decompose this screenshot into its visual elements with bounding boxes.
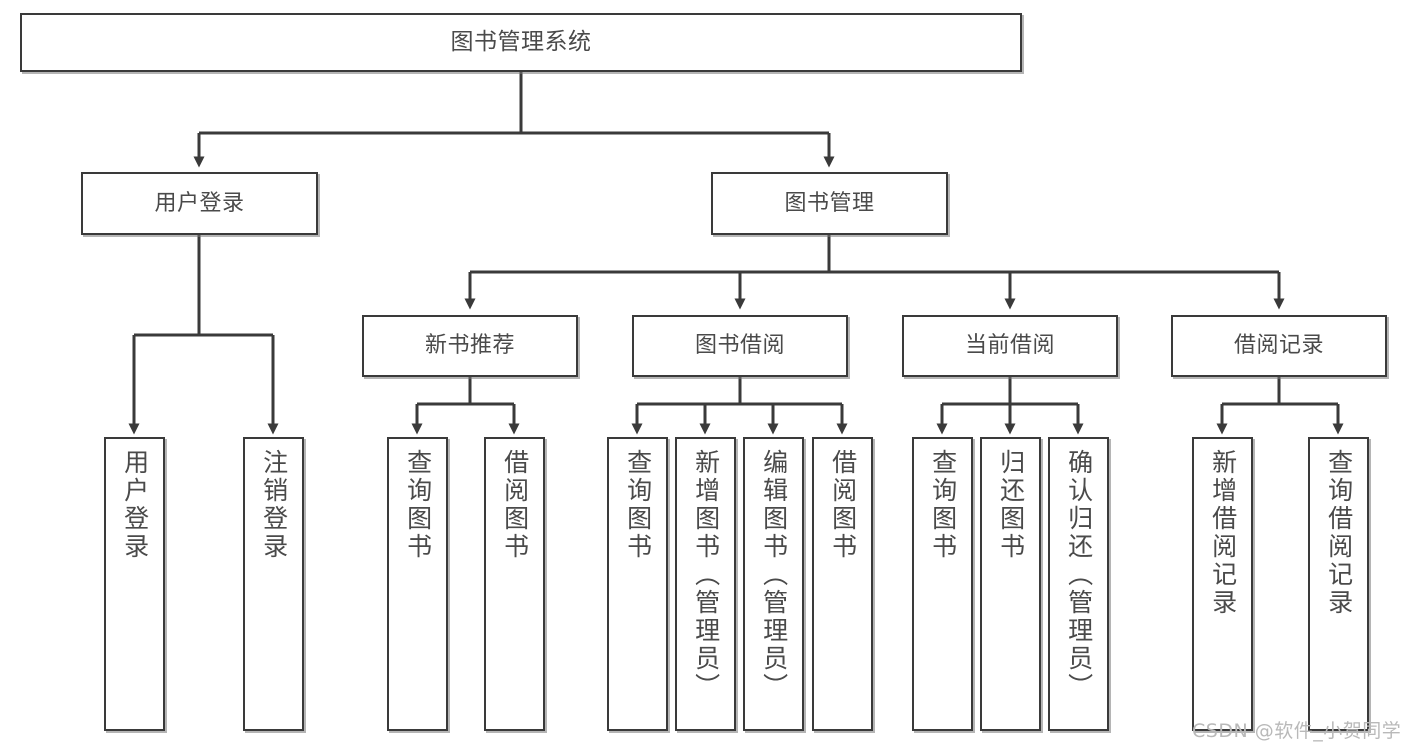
node-user-login-label: 用户登录 <box>154 190 245 216</box>
node-leaf-borrow-book-2-label: 借阅图书 <box>828 449 858 561</box>
node-leaf-borrow-book-1-label: 借阅图书 <box>500 449 530 561</box>
node-leaf-user-login[interactable]: 用户登录 <box>104 437 165 731</box>
node-leaf-borrow-book-2[interactable]: 借阅图书 <box>812 437 873 731</box>
node-leaf-user-login-label: 用户登录 <box>120 449 150 561</box>
node-leaf-add-book[interactable]: 新增图书（管理员） <box>675 437 736 731</box>
node-root-label: 图书管理系统 <box>450 28 592 55</box>
node-leaf-query-book-2[interactable]: 查询图书 <box>607 437 668 731</box>
node-leaf-add-book-label: 新增图书（管理员） <box>691 449 721 701</box>
node-new-book-recommend-label: 新书推荐 <box>424 333 515 359</box>
node-book-borrow[interactable]: 图书借阅 <box>632 315 848 377</box>
node-leaf-query-book-3-label: 查询图书 <box>928 449 958 561</box>
node-book-borrow-label: 图书借阅 <box>694 333 785 359</box>
node-leaf-logout-label: 注销登录 <box>259 449 289 561</box>
node-root[interactable]: 图书管理系统 <box>20 13 1022 72</box>
node-new-book-recommend[interactable]: 新书推荐 <box>362 315 578 377</box>
node-leaf-query-record-label: 查询借阅记录 <box>1324 449 1354 617</box>
node-leaf-query-book-3[interactable]: 查询图书 <box>912 437 973 731</box>
node-leaf-confirm-return[interactable]: 确认归还（管理员） <box>1048 437 1109 731</box>
node-leaf-edit-book-label: 编辑图书（管理员） <box>759 449 789 701</box>
node-leaf-query-record[interactable]: 查询借阅记录 <box>1308 437 1369 731</box>
node-leaf-logout[interactable]: 注销登录 <box>243 437 304 731</box>
node-book-manage[interactable]: 图书管理 <box>711 172 948 235</box>
node-leaf-query-book-2-label: 查询图书 <box>623 449 653 561</box>
node-leaf-query-book-1-label: 查询图书 <box>403 449 433 561</box>
node-leaf-edit-book[interactable]: 编辑图书（管理员） <box>743 437 804 731</box>
node-leaf-return-book[interactable]: 归还图书 <box>980 437 1041 731</box>
node-leaf-confirm-return-label: 确认归还（管理员） <box>1064 449 1094 701</box>
node-borrow-record[interactable]: 借阅记录 <box>1171 315 1387 377</box>
node-leaf-query-book-1[interactable]: 查询图书 <box>387 437 448 731</box>
watermark: CSDN @软件_小贺同学 <box>1192 720 1402 742</box>
node-leaf-return-book-label: 归还图书 <box>996 449 1026 561</box>
node-leaf-add-record-label: 新增借阅记录 <box>1208 449 1238 617</box>
node-leaf-borrow-book-1[interactable]: 借阅图书 <box>484 437 545 731</box>
node-current-borrow[interactable]: 当前借阅 <box>902 315 1118 377</box>
node-borrow-record-label: 借阅记录 <box>1233 333 1324 359</box>
node-current-borrow-label: 当前借阅 <box>964 333 1055 359</box>
node-book-manage-label: 图书管理 <box>784 190 875 216</box>
node-leaf-add-record[interactable]: 新增借阅记录 <box>1192 437 1253 731</box>
node-user-login[interactable]: 用户登录 <box>81 172 318 235</box>
